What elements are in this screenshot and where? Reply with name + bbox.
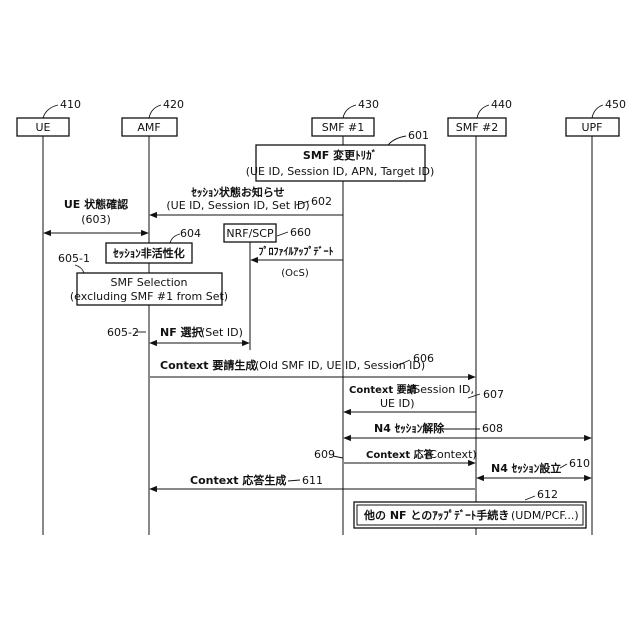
- step-612-label: 他の NF とのｱｯﾌﾟﾃﾞｰﾄ手続き: [363, 508, 509, 522]
- ref-602: 602: [311, 195, 332, 208]
- entity-upf-label: UPF: [581, 121, 602, 134]
- ref-605-2: 605-2: [107, 326, 139, 339]
- entity-amf: AMF: [122, 118, 177, 136]
- entity-smf1: SMF #1: [312, 118, 374, 136]
- ref-606: 606: [413, 352, 434, 365]
- step-606-label: Context 要請生成: [160, 358, 256, 372]
- entity-smf2: SMF #2: [448, 118, 506, 136]
- ref-611: 611: [302, 474, 323, 487]
- step-604-label: ｾｯｼｮﾝ非活性化: [112, 246, 185, 260]
- step-605-2-label: NF 選択: [160, 325, 204, 339]
- nrf-scp-label: NRF/SCP: [226, 227, 274, 240]
- step-601-title: SMF 変更ﾄﾘｶﾞ: [303, 148, 377, 162]
- step-601-params: (UE ID, Session ID, APN, Target ID): [246, 165, 435, 178]
- entity-amf-label: AMF: [137, 121, 160, 134]
- ref-420: 420: [163, 98, 184, 111]
- step-604-box: ｾｯｼｮﾝ非活性化: [106, 243, 192, 263]
- step-607-params-2: UE ID): [380, 397, 415, 410]
- ref-440: 440: [491, 98, 512, 111]
- entity-smf2-label: SMF #2: [456, 121, 499, 134]
- ref-607: 607: [483, 388, 504, 401]
- step-611-label: Context 応答生成: [190, 473, 286, 487]
- ref-660: 660: [290, 226, 311, 239]
- step-605-1-box: SMF Selection (excluding SMF #1 from Set…: [70, 273, 228, 305]
- ocs-label: (OcS): [281, 268, 309, 279]
- step-607-label: Context 要請: [349, 383, 417, 396]
- step-610-label: N4 ｾｯｼｮﾝ設立: [491, 461, 561, 475]
- ref-410: 410: [60, 98, 81, 111]
- step-608-label: N4 ｾｯｼｮﾝ解除: [374, 421, 445, 435]
- ref-430: 430: [358, 98, 379, 111]
- step-601-box: SMF 変更ﾄﾘｶﾞ (UE ID, Session ID, APN, Targ…: [246, 145, 435, 181]
- entity-smf1-label: SMF #1: [322, 121, 365, 134]
- step-606-params: (Old SMF ID, UE ID, Session ID): [255, 359, 425, 372]
- entity-ue: UE: [17, 118, 69, 136]
- step-612-box: 他の NF とのｱｯﾌﾟﾃﾞｰﾄ手続き (UDM/PCF...): [354, 502, 586, 528]
- profile-update-label: ﾌﾟﾛﾌｧｲﾙｱｯﾌﾟﾃﾞｰﾄ: [259, 245, 334, 258]
- step-612-params: (UDM/PCF...): [511, 509, 579, 522]
- ref-604: 604: [180, 227, 201, 240]
- step-603-title: UE 状態確認: [64, 197, 128, 211]
- ref-608: 608: [482, 422, 503, 435]
- step-603-ref: (603): [81, 213, 111, 226]
- step-607-params-1: (Session ID,: [409, 383, 474, 396]
- ref-610: 610: [569, 457, 590, 470]
- step-609-params: (Context): [425, 448, 477, 461]
- entity-ue-label: UE: [35, 121, 50, 134]
- ref-450: 450: [605, 98, 626, 111]
- step-605-1-params: (excluding SMF #1 from Set): [70, 290, 228, 303]
- step-605-1-title: SMF Selection: [111, 276, 188, 289]
- ref-601: 601: [408, 129, 429, 142]
- step-602-title: ｾｯｼｮﾝ状態お知らせ: [190, 185, 284, 199]
- ref-605-1: 605-1: [58, 252, 90, 265]
- entity-upf: UPF: [566, 118, 619, 136]
- ref-609: 609: [314, 448, 335, 461]
- ref-612: 612: [537, 488, 558, 501]
- step-605-2-params: (Set ID): [201, 326, 243, 339]
- step-602-params: (UE ID, Session ID, Set ID): [166, 199, 309, 212]
- nrf-scp-box: NRF/SCP: [224, 224, 276, 242]
